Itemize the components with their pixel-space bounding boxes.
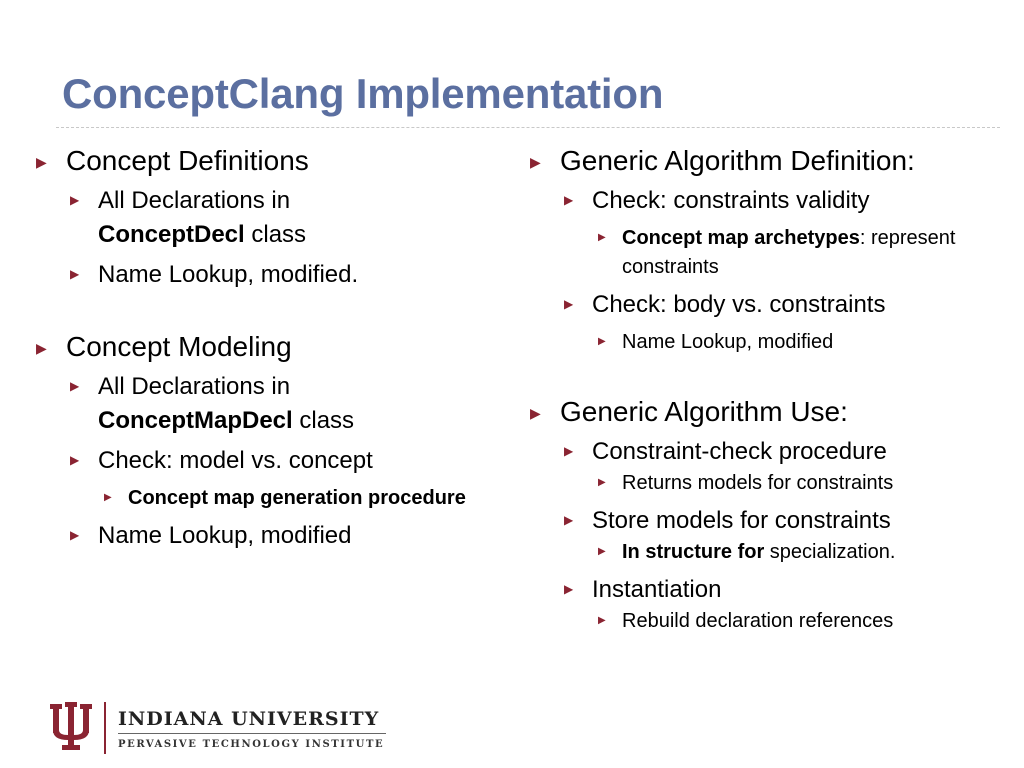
list-item: ▶ Check: body vs. constraints [530,288,1000,322]
bullet-icon: ▶ [70,267,80,281]
bullet-icon: ▶ [530,405,541,421]
bullet-text: Generic Algorithm Definition: [560,145,915,176]
list-item: ▶ Concept Modeling [36,330,486,364]
bullet-icon: ▶ [70,528,80,542]
bullet-text: Concept Definitions [66,145,309,176]
bullet-icon: ▶ [598,615,606,626]
left-column: ▶ Concept Definitions ▶ All Declarations… [36,144,486,553]
title-divider [56,127,1000,128]
bullet-text: Name Lookup, modified [622,331,834,353]
list-item: ▶ Constraint-check procedure [530,435,1000,469]
list-item: ▶ Name Lookup, modified. [36,258,486,292]
bullet-text: Generic Algorithm Use: [560,396,848,427]
bullet-text: Store models for constraints [592,507,891,534]
bullet-icon: ▶ [564,444,574,458]
list-item: ▶ Generic Algorithm Definition: [530,144,1000,178]
list-item: ▶ Generic Algorithm Use: [530,395,1000,429]
bullet-text: Concept map archetypes: represent constr… [622,227,956,278]
right-column: ▶ Generic Algorithm Definition: ▶ Check:… [530,144,1000,636]
bullet-icon: ▶ [564,297,574,311]
bullet-icon: ▶ [70,193,80,207]
bullet-icon: ▶ [598,336,606,347]
list-item: ▶ Concept map generation procedure [36,484,486,513]
list-item: ▶ Check: model vs. concept [36,444,486,478]
list-item: ▶ Returns models for constraints [530,469,1000,498]
bullet-text: Concept Modeling [66,331,292,362]
slide-title: ConceptClang Implementation [62,70,664,117]
list-item: ▶ In structure for specialization. [530,538,1000,567]
bullet-text: Check: constraints validity [592,187,870,214]
bullet-icon: ▶ [36,340,47,356]
list-item: ▶ Concept map archetypes: represent cons… [530,224,1000,282]
bullet-text: Rebuild declaration references [622,610,894,632]
bullet-icon: ▶ [104,492,112,503]
bullet-icon: ▶ [598,546,606,557]
list-item: ▶ Check: constraints validity [530,184,1000,218]
bullet-text: Returns models for constraints [622,472,894,494]
bullet-text: Concept map generation procedure [128,487,466,509]
bullet-icon: ▶ [598,477,606,488]
bullet-icon: ▶ [564,513,574,527]
list-item: ▶ Concept Definitions [36,144,486,178]
indiana-university-logo: INDIANA UNIVERSITY PERVASIVE TECHNOLOGY … [50,702,395,754]
logo-name: INDIANA UNIVERSITY [118,708,380,730]
bullet-text: In structure for specialization. [622,541,896,563]
bullet-icon: ▶ [598,232,606,243]
bullet-icon: ▶ [70,379,80,393]
bullet-icon: ▶ [36,154,47,170]
bullet-text: Constraint-check procedure [592,438,887,465]
list-item: ▶ Name Lookup, modified [36,519,486,553]
bullet-icon: ▶ [564,582,574,596]
bullet-text: Check: body vs. constraints [592,291,886,318]
bullet-text: Name Lookup, modified [98,522,352,549]
list-item: ▶ Rebuild declaration references [530,607,1000,636]
list-item: ▶ Instantiation [530,573,1000,607]
logo-rule [118,733,386,734]
list-item: ▶ Name Lookup, modified [530,328,1000,357]
bullet-text: Name Lookup, modified. [98,261,359,288]
iu-trident-icon [50,702,92,750]
bullet-text: Instantiation [592,576,722,603]
list-item: ▶ Store models for constraints [530,504,1000,538]
bullet-icon: ▶ [530,154,541,170]
logo-subtitle: PERVASIVE TECHNOLOGY INSTITUTE [118,739,385,750]
bullet-icon: ▶ [70,453,80,467]
bullet-text: Check: model vs. concept [98,447,373,474]
bullet-icon: ▶ [564,193,574,207]
logo-divider [104,702,106,754]
